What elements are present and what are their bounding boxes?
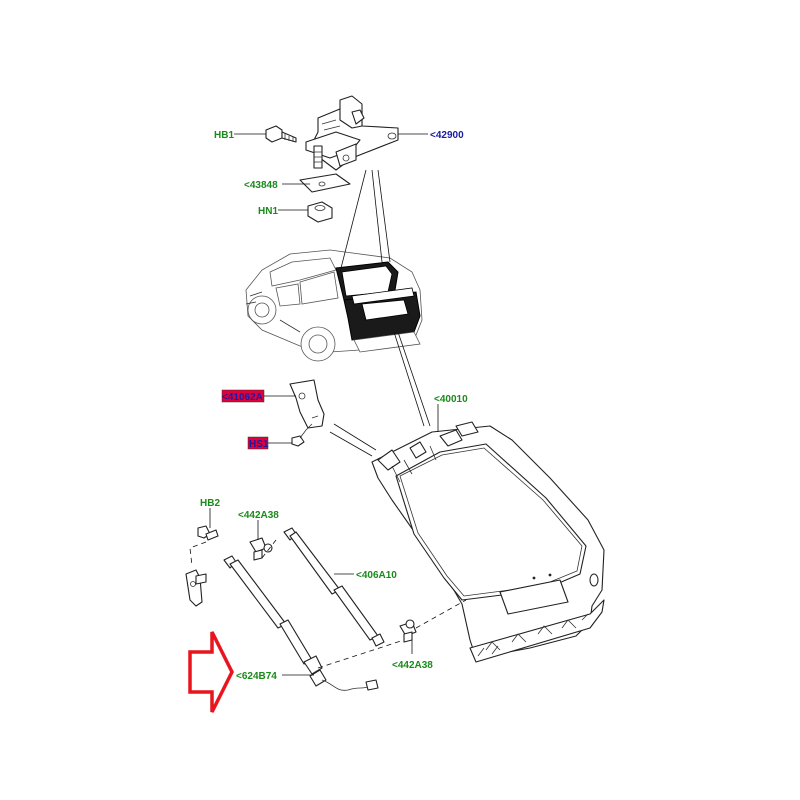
gas-strut-406a10[interactable] bbox=[283, 527, 385, 647]
callout-hb2: HB2 bbox=[200, 498, 220, 509]
callout-43848: <43848 bbox=[244, 180, 278, 191]
strut-bracket[interactable] bbox=[185, 569, 207, 607]
ball-stud-lower[interactable] bbox=[399, 619, 417, 643]
hinge-gasket[interactable] bbox=[299, 173, 351, 193]
screw-hs1[interactable] bbox=[291, 423, 313, 447]
callout-442a38-upper: <442A38 bbox=[238, 510, 279, 521]
nut-hn1[interactable] bbox=[307, 201, 333, 223]
callout-406a10: <406A10 bbox=[356, 570, 397, 581]
callout-42900: <42900 bbox=[430, 130, 464, 141]
ball-stud-upper[interactable] bbox=[249, 537, 273, 561]
red-pointer-arrow bbox=[188, 631, 234, 713]
callout-highlight-41062a bbox=[221, 389, 265, 403]
callout-hs1: HS1 bbox=[249, 439, 269, 450]
callout-624b74: <624B74 bbox=[236, 671, 277, 682]
bolt-hb1[interactable] bbox=[265, 125, 297, 143]
callout-442a38-lower: <442A38 bbox=[392, 660, 433, 671]
callout-hn1: HN1 bbox=[258, 206, 278, 217]
callout-hb1: HB1 bbox=[214, 130, 234, 141]
tailgate-40010[interactable] bbox=[371, 421, 605, 663]
hinge-stud bbox=[313, 145, 323, 169]
vehicle-silhouette bbox=[245, 249, 423, 362]
hinge-assembly[interactable] bbox=[305, 95, 399, 171]
bracket-41062a[interactable] bbox=[289, 379, 325, 429]
callout-40010: <40010 bbox=[434, 394, 468, 405]
callout-41062a: <41062A bbox=[222, 392, 263, 403]
bolt-hb2[interactable] bbox=[197, 525, 219, 541]
callout-highlight-hs1 bbox=[247, 436, 269, 450]
gas-strut-624b74[interactable] bbox=[223, 555, 379, 691]
